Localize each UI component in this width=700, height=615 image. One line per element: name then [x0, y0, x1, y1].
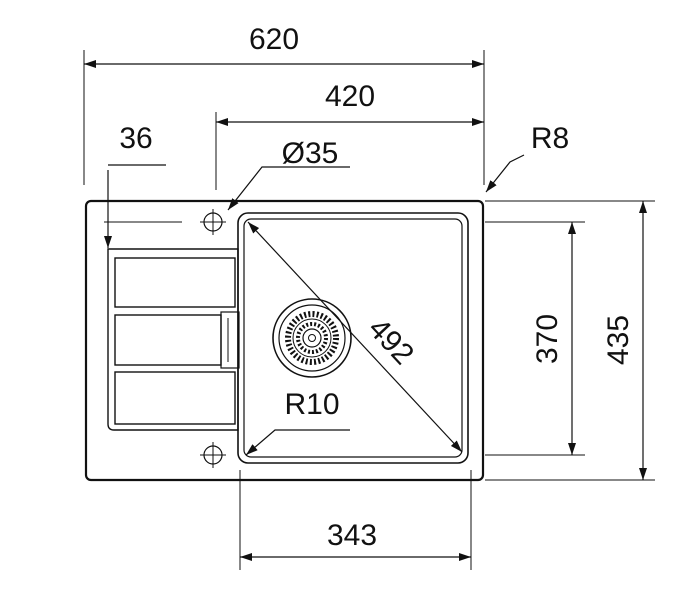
- label-diagonal: 492: [362, 312, 420, 371]
- label-inner-radius: R10: [284, 388, 339, 421]
- label-overall-height: 435: [602, 315, 635, 365]
- label-drainer-offset: 36: [119, 122, 152, 155]
- dim-line-35: [227, 166, 350, 211]
- drainer-area: [107, 248, 240, 431]
- sink-outline: [84, 199, 485, 482]
- tap-hole-bottom: [200, 442, 226, 468]
- extension-lines: [83, 50, 655, 570]
- label-bottom-width: 343: [327, 519, 377, 552]
- dim-line-492: [247, 221, 463, 453]
- dim-line-r10: [245, 429, 350, 456]
- label-tap-hole: Ø35: [282, 137, 339, 170]
- label-inner-height: 370: [531, 314, 564, 364]
- dimension-lines: [84, 60, 647, 561]
- label-corner-radius: R8: [531, 122, 569, 155]
- label-overall-width: 620: [249, 23, 299, 56]
- drain-icon: [272, 298, 352, 378]
- dim-line-r8: [485, 154, 525, 193]
- label-bowl-width: 420: [325, 80, 375, 113]
- tap-hole-top: [200, 209, 226, 235]
